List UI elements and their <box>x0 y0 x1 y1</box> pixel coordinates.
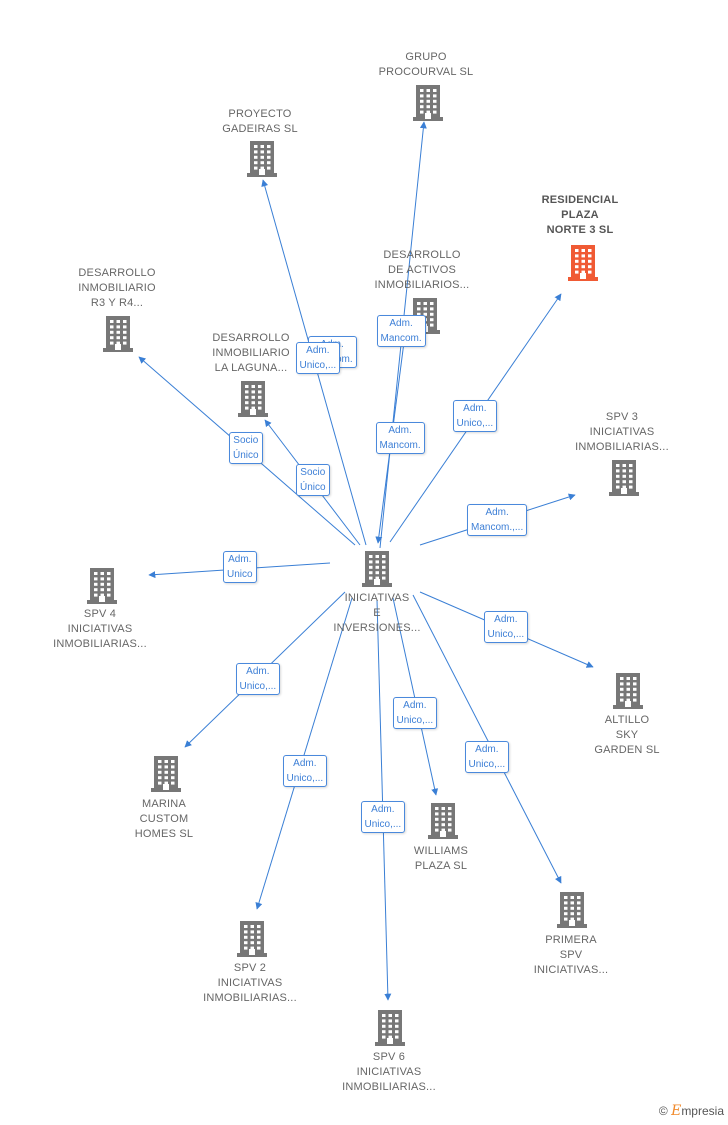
company-name[interactable]: DESARROLLO DE ACTIVOS INMOBILIARIOS... <box>374 249 470 291</box>
building-icon[interactable] <box>236 919 268 957</box>
relation-label[interactable]: Adm. Unico,... <box>360 801 406 833</box>
relation-edge-center-spv6 <box>376 599 392 1001</box>
relation-label[interactable]: Socio Único <box>229 432 263 464</box>
company-name[interactable]: SPV 4 INICIATIVAS INMOBILIARIAS... <box>53 608 147 650</box>
company-name[interactable]: SPV 6 INICIATIVAS INMOBILIARIAS... <box>342 1051 436 1093</box>
building-icon[interactable] <box>556 890 588 928</box>
building-icon[interactable] <box>608 458 640 496</box>
company-name[interactable]: PROYECTO GADEIRAS SL <box>222 108 298 135</box>
relation-edge-center-williams <box>392 597 439 796</box>
company-name[interactable]: SPV 3 INICIATIVAS INMOBILIARIAS... <box>575 411 669 453</box>
relation-label[interactable]: Adm. Unico,... <box>464 741 510 773</box>
building-icon[interactable] <box>102 314 134 352</box>
brand-name: mpresia <box>681 1104 724 1118</box>
copyright-symbol: © <box>658 1104 668 1118</box>
relation-label[interactable]: Adm. Unico <box>223 551 257 583</box>
building-icon[interactable] <box>612 671 644 709</box>
company-name[interactable]: WILLIAMS PLAZA SL <box>413 845 469 872</box>
building-icon[interactable] <box>237 379 269 417</box>
company-name[interactable]: PRIMERA SPV INICIATIVAS... <box>533 934 609 976</box>
relation-label[interactable]: Adm. Mancom.,... <box>467 504 528 536</box>
relation-label[interactable]: Adm. Unico,... <box>452 400 498 432</box>
building-icon[interactable] <box>374 1008 406 1046</box>
relation-label[interactable]: Adm. Unico,... <box>392 697 438 729</box>
company-name[interactable]: GRUPO PROCOURVAL SL <box>378 51 474 78</box>
credit: © Empresia <box>659 1103 724 1119</box>
company-name[interactable]: RESIDENCIAL PLAZA NORTE 3 SL <box>541 194 619 236</box>
building-icon[interactable] <box>86 566 118 604</box>
relation-label[interactable]: Adm. Mancom. <box>375 422 425 454</box>
brand-initial: E <box>671 1103 682 1119</box>
building-icon[interactable] <box>150 754 182 792</box>
building-icon[interactable] <box>361 549 393 587</box>
building-icon[interactable] <box>412 83 444 121</box>
company-name[interactable]: ALTILLO SKY GARDEN SL <box>594 714 660 756</box>
relation-label[interactable]: Adm. Unico,... <box>235 663 281 695</box>
building-icon[interactable] <box>246 139 278 177</box>
company-name[interactable]: INICIATIVAS E INVERSIONES... <box>333 592 421 634</box>
company-name[interactable]: MARINA CUSTOM HOMES SL <box>134 798 194 840</box>
relation-edge-center-spv2 <box>255 597 353 910</box>
relation-label[interactable]: Adm. Unico,... <box>483 611 529 643</box>
relation-label[interactable]: Adm. Unico,... <box>282 755 328 787</box>
building-icon[interactable] <box>567 243 599 281</box>
company-name[interactable]: DESARROLLO INMOBILIARIO R3 Y R4... <box>78 267 156 309</box>
relation-label[interactable]: Adm. Unico,... <box>295 342 341 374</box>
relation-label[interactable]: Socio Único <box>296 464 330 496</box>
company-name[interactable]: DESARROLLO INMOBILIARIO LA LAGUNA... <box>212 332 290 374</box>
building-icon[interactable] <box>427 801 459 839</box>
relation-edge-center-primera <box>412 594 562 884</box>
company-name[interactable]: SPV 2 INICIATIVAS INMOBILIARIAS... <box>203 962 297 1004</box>
relation-label[interactable]: Adm. Mancom. <box>376 315 426 347</box>
